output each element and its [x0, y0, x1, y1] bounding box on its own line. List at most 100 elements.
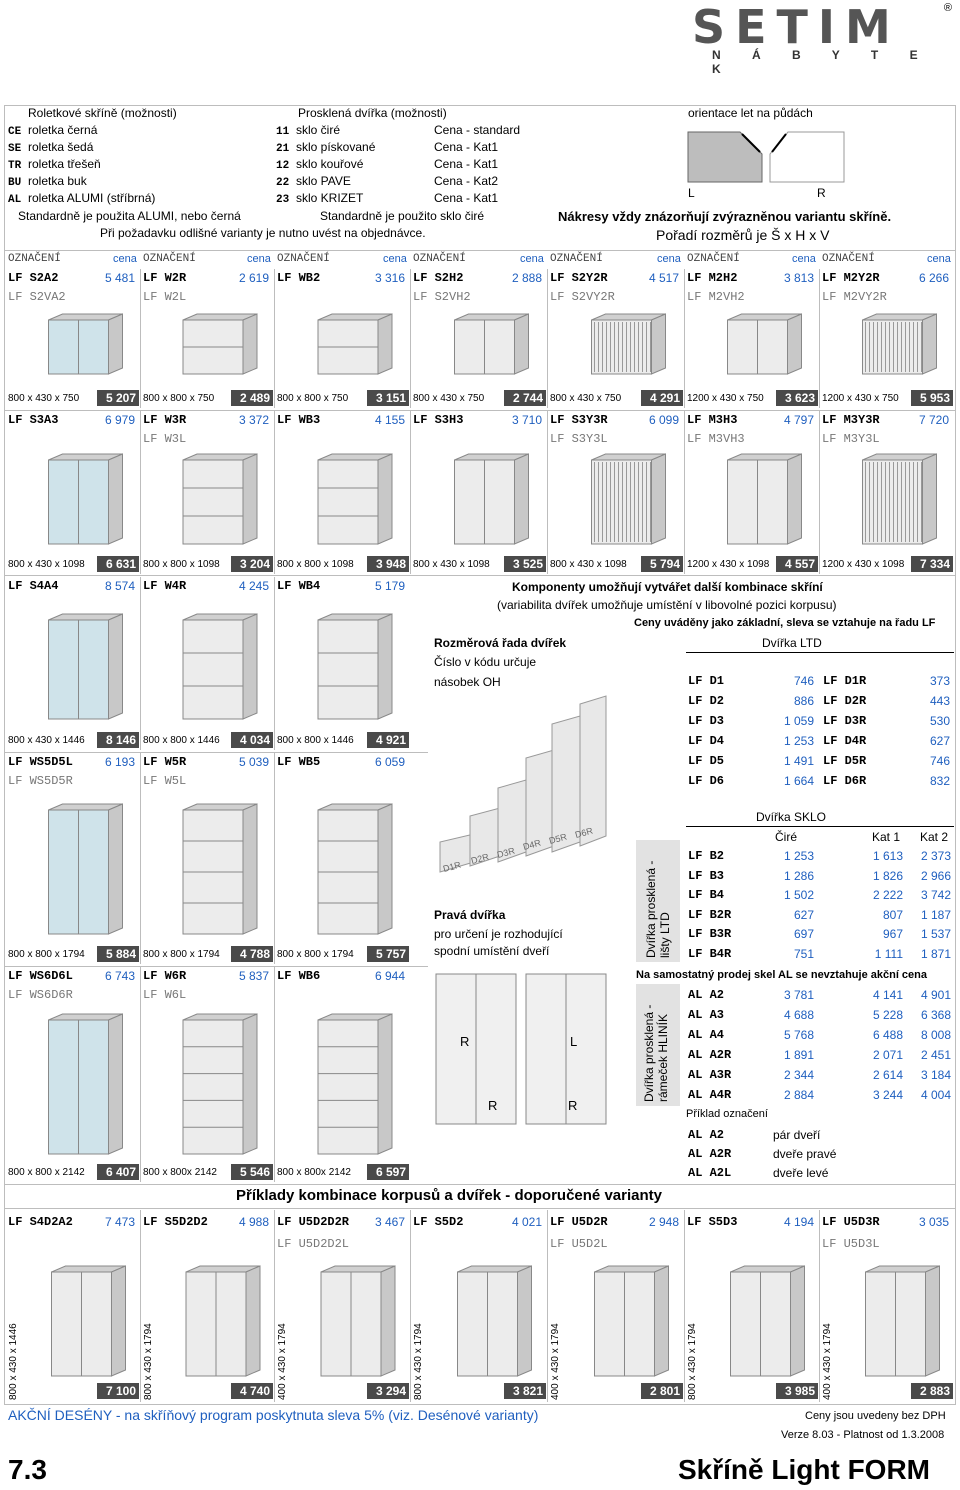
- glass-row-kat2: 1 187: [920, 907, 951, 922]
- row2-image: [591, 453, 666, 545]
- row6-code: LF U5D2D2R: [277, 1215, 350, 1229]
- row1-image: [591, 313, 666, 375]
- row2-code: LF M3Y3R: [822, 413, 880, 427]
- row5-image: [48, 1013, 123, 1155]
- row-sep: [4, 575, 956, 576]
- al-row-clear: 2 344: [783, 1068, 814, 1082]
- row4-dim-price: 4 788: [231, 946, 273, 962]
- comp-title: Komponenty umožňují vytvářet další kombi…: [512, 580, 823, 594]
- row2-code: LF WB3: [277, 413, 321, 427]
- row1-alt: LF S2VY2R: [550, 290, 615, 304]
- roll-label: roletka černá: [28, 123, 98, 137]
- row5-price: 5 837: [238, 969, 269, 983]
- svg-text:R: R: [568, 1098, 577, 1113]
- row6-price: 4 988: [238, 1215, 269, 1229]
- col-divider: [547, 1210, 548, 1402]
- row6-dim-price: 3 821: [504, 1383, 546, 1399]
- al-row-kat1: 4 141: [872, 988, 903, 1002]
- row2-price: 3 710: [511, 413, 542, 427]
- row6-dim: 800 x 430 x 1446: [8, 1323, 19, 1400]
- al-row-code: AL A4R: [688, 1088, 732, 1102]
- row2-price: 7 720: [918, 413, 949, 427]
- example-title: Příklad označení: [686, 1108, 768, 1120]
- row2-code: LF S3Y3R: [550, 413, 608, 427]
- col-divider: [684, 269, 685, 408]
- example-text: pár dveří: [773, 1128, 821, 1142]
- row2-alt: LF M3VH3: [687, 432, 745, 446]
- right-door-note1: pro určení je rozhodující: [434, 927, 563, 941]
- header-code: OZNAČENÍ: [550, 253, 603, 265]
- right-door-note2: spodní umístění dveří: [434, 944, 550, 958]
- ltd-price: 886: [793, 694, 814, 708]
- al-row-kat2: 4 901: [920, 988, 951, 1002]
- glass-row-code: LF B3: [688, 868, 725, 883]
- row2-dim: 1200 x 430 x 1098: [687, 559, 770, 570]
- row2-dim-price: 6 631: [97, 556, 139, 572]
- row2-dim: 800 x 800 x 1098: [143, 559, 220, 570]
- col-divider: [274, 577, 275, 750]
- glass-row-code: LF B2: [688, 849, 725, 863]
- al-row-clear: 1 891: [783, 1048, 814, 1062]
- al-note: Na samostatný prodej skel AL se nevztahu…: [636, 969, 928, 981]
- ltd-price: 1 253: [783, 734, 814, 748]
- ltd-code: LF D2: [688, 694, 725, 708]
- al-row-kat1: 2 071: [872, 1048, 903, 1062]
- combo-title: Příklady kombinace korpusů a dvířek - do…: [236, 1187, 662, 1204]
- page-title: Skříně Light FORM: [678, 1454, 930, 1485]
- glass-label: sklo KRIZET: [296, 191, 364, 205]
- al-row-code: AL A2: [688, 988, 725, 1002]
- row4-price: 5 039: [238, 755, 269, 769]
- comp-series: Rozměrová řada dvířek: [434, 636, 567, 650]
- row1-code: LF W2R: [143, 271, 187, 285]
- al-row-kat1: 3 244: [872, 1088, 903, 1102]
- orient-r: R: [817, 186, 826, 200]
- orient-l: L: [688, 186, 695, 200]
- row6-dim-price: 2 801: [641, 1383, 683, 1399]
- row5-code: LF WB6: [277, 969, 321, 983]
- variants-note: Při požadavku odlišné varianty je nutno …: [100, 226, 426, 240]
- al-row-kat1: 6 488: [872, 1028, 903, 1042]
- row1-alt: LF M2VY2R: [822, 290, 887, 304]
- ltd-price-r: 373: [929, 674, 950, 688]
- header-code: OZNAČENÍ: [8, 253, 61, 265]
- row1-price: 3 316: [374, 271, 405, 285]
- row5-dim-price: 6 597: [367, 1164, 409, 1180]
- svg-text:R: R: [460, 1034, 469, 1049]
- roll-label: roletka šedá: [28, 140, 94, 154]
- al-row-code: AL A2R: [688, 1048, 732, 1062]
- row-sep: [4, 966, 428, 967]
- header-price: cena: [792, 253, 816, 265]
- glass-row-kat1: 967: [882, 927, 903, 941]
- ltd-code: LF D6: [688, 774, 725, 788]
- row5-image: [182, 1013, 258, 1155]
- glass-price: Cena - standard: [434, 123, 521, 137]
- col-divider: [547, 269, 548, 408]
- row2-alt: LF W3L: [143, 432, 187, 446]
- col-divider: [274, 269, 275, 408]
- row6-alt: LF U5D2L: [550, 1237, 608, 1251]
- door-orientation-image: R R L R: [435, 973, 607, 1125]
- glass-row-kat1: 1 826: [872, 868, 903, 883]
- al-row-clear: 4 688: [783, 1008, 814, 1022]
- row2-price: 4 797: [783, 413, 814, 427]
- row1-dim-price: 4 291: [641, 390, 683, 406]
- row5-alt: LF W6L: [143, 988, 187, 1002]
- row6-dim: 800 x 430 x 1794: [413, 1323, 424, 1400]
- glass-row-code: LF B2R: [688, 907, 732, 922]
- row4-code: LF W5R: [143, 755, 187, 769]
- comp-multiple: násobek OH: [434, 675, 501, 689]
- row6-alt: LF U5D3L: [822, 1237, 880, 1251]
- row1-image: [727, 313, 802, 375]
- col-divider: [140, 577, 141, 750]
- ltd-code-r: LF D1R: [823, 674, 867, 688]
- door-label-d3: D3R: [496, 845, 516, 859]
- row1-dim-price: 2 744: [504, 390, 546, 406]
- row2-image: [727, 453, 802, 545]
- header-code: OZNAČENÍ: [143, 253, 196, 265]
- row6-code: LF U5D3R: [822, 1215, 880, 1229]
- row2-code: LF M3H3: [687, 413, 738, 427]
- roll-note: Standardně je použita ALUMI, nebo černá: [18, 209, 241, 223]
- al-row-code: AL A3: [688, 1008, 725, 1022]
- glass-row-clear: 1 286: [783, 868, 814, 883]
